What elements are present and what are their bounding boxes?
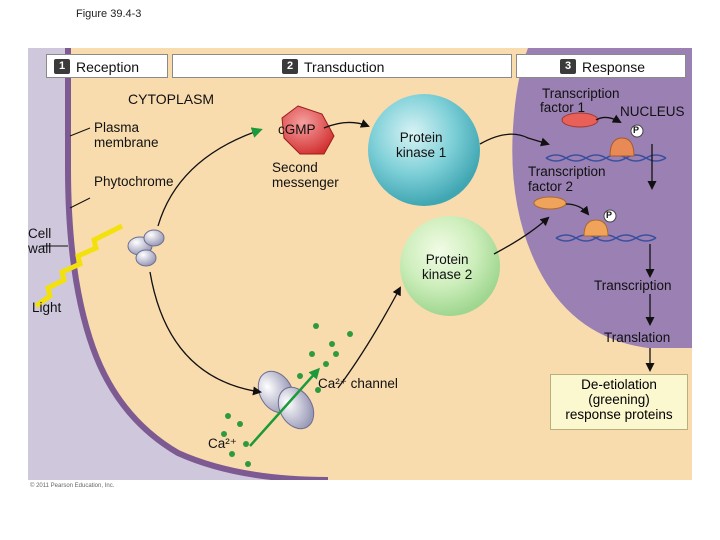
second-messenger-label: Second messenger bbox=[272, 160, 339, 191]
cell-wall-label: Cell wall bbox=[28, 226, 52, 257]
transcription-factor-2-label: Transcription factor 2 bbox=[528, 164, 606, 195]
phytochrome-label: Phytochrome bbox=[94, 174, 174, 189]
ca-ions-label: Ca²⁺ bbox=[208, 436, 237, 451]
phosphate-2-label: P bbox=[606, 210, 613, 220]
cytoplasm-label: CYTOPLASM bbox=[128, 91, 215, 107]
label-pointer-lines bbox=[42, 127, 91, 247]
cgmp-shape bbox=[281, 105, 335, 155]
transduction-label: Transduction bbox=[304, 59, 385, 75]
transduction-header bbox=[172, 54, 512, 78]
plasma-membrane-label: Plasma membrane bbox=[94, 120, 159, 151]
light-label: Light bbox=[32, 300, 62, 315]
ca-influx-arrow bbox=[249, 367, 321, 447]
transcription-factor-2-shape bbox=[533, 196, 567, 210]
response-proteins-box: De-etiolation (greening) response protei… bbox=[550, 374, 688, 430]
protein-kinase-2-shape bbox=[400, 216, 500, 316]
response-label: Response bbox=[582, 59, 646, 75]
protein-kinase-2-label: Protein kinase 2 bbox=[422, 252, 473, 283]
dna-strand-1 bbox=[545, 154, 667, 162]
figure-title: Figure 39.4-3 bbox=[76, 8, 142, 20]
phosphate-1-label: P bbox=[633, 125, 640, 135]
ca-ions bbox=[221, 323, 353, 467]
nucleus-label: NUCLEUS bbox=[620, 104, 685, 119]
copyright-text: © 2011 Pearson Education, Inc. bbox=[30, 483, 115, 489]
transcription-factor-1-shape bbox=[561, 112, 599, 128]
transcription-factor-1-label-line2: factor 1 bbox=[540, 100, 586, 115]
phosphate-1-circle bbox=[630, 124, 644, 138]
phytochrome-shape bbox=[127, 229, 165, 267]
phosphate-2-circle bbox=[603, 209, 617, 223]
ca-channel-shape bbox=[257, 370, 315, 430]
transcription-factor-1-bound-shape bbox=[609, 137, 635, 157]
light-ray bbox=[34, 223, 124, 309]
protein-kinase-1-label: Protein kinase 1 bbox=[396, 130, 447, 161]
step-1-badge: 1 bbox=[54, 59, 70, 74]
ca-channel-label: Ca²⁺ channel bbox=[318, 376, 398, 391]
transcription-factor-2-bound-shape bbox=[583, 219, 609, 237]
protein-kinase-1-shape bbox=[368, 94, 480, 206]
reception-label: Reception bbox=[76, 59, 140, 75]
cell-diagram: CYTOPLASM Plasma membrane Phytochrome Ce… bbox=[28, 48, 692, 480]
step-2-badge: 2 bbox=[282, 59, 298, 74]
transcription-label: Transcription bbox=[594, 278, 672, 293]
cgmp-label: cGMP bbox=[278, 122, 316, 137]
transcription-factor-1-label: Transcription bbox=[542, 86, 620, 101]
response-header bbox=[516, 54, 686, 78]
cell-illustration bbox=[34, 48, 692, 480]
step-3-badge: 3 bbox=[560, 59, 576, 74]
plasma-membrane bbox=[65, 48, 329, 480]
translation-label: Translation bbox=[604, 330, 671, 345]
signal-arrows bbox=[149, 114, 657, 396]
